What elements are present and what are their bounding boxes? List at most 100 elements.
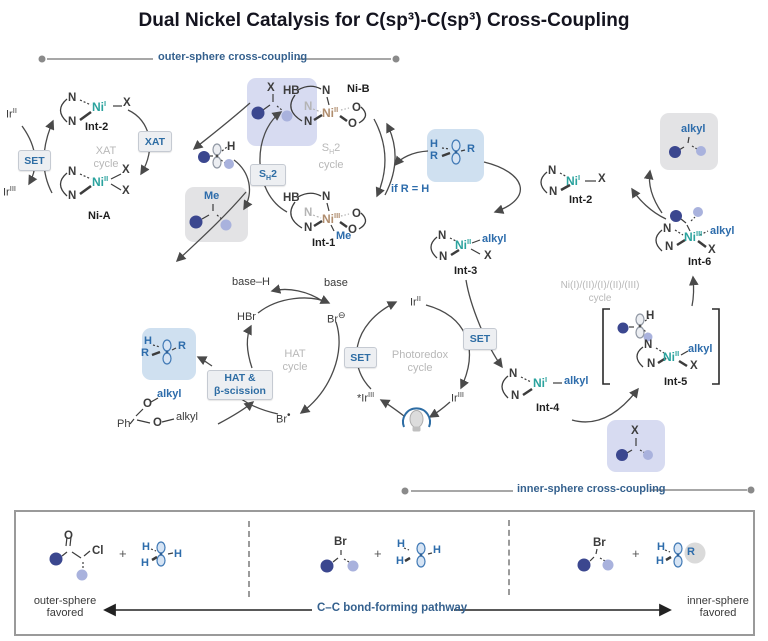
int5-brackets	[602, 308, 720, 385]
acetal-alkyl-dark: alkyl	[176, 411, 199, 423]
radical-right-h1: H	[657, 541, 665, 553]
txt: III	[9, 184, 16, 193]
int3-x: X	[484, 250, 492, 262]
int1-me: Me	[336, 230, 352, 242]
txt: β-scission	[214, 385, 266, 397]
nib-n-bottom: N	[304, 116, 313, 128]
int4-alkyl: alkyl	[564, 375, 589, 387]
txt: Ni	[566, 174, 578, 188]
halide-bottom-x: X	[631, 425, 639, 437]
txt: Br	[327, 313, 338, 326]
plus-right: +	[632, 546, 640, 561]
if-r-h-label: if R = H	[391, 183, 430, 195]
ir-iii-left: IrIII	[3, 185, 16, 199]
txt: Ir	[410, 296, 417, 309]
int1-o-bottom: O	[348, 224, 357, 236]
nia-ni: NiII	[92, 175, 108, 189]
int2a-n-bottom: N	[68, 116, 77, 128]
int4-n-bottom: N	[511, 390, 520, 402]
txt: III	[696, 229, 703, 238]
xat-radical-h: H	[227, 141, 236, 153]
solid-bonds	[61, 94, 691, 563]
outer-favored-line2: favored	[46, 607, 84, 619]
txt: 2	[334, 142, 341, 154]
txt: HAT &	[224, 372, 256, 384]
txt: I	[545, 375, 548, 384]
nib-n-gray: N	[304, 101, 313, 113]
inner-favored-line1: inner-sphere	[687, 595, 749, 607]
txt: SH2	[322, 142, 341, 157]
txt: cycle	[588, 293, 612, 304]
int5-ni: NiII	[663, 350, 679, 364]
int2b-x: X	[598, 173, 606, 185]
xat-box: XAT	[138, 131, 172, 152]
radical-right-h3: H	[656, 555, 664, 567]
int2a-x: X	[123, 97, 131, 109]
nib-o-top: O	[352, 102, 361, 114]
outer-favored-line1: outer-sphere	[33, 595, 97, 607]
int4-ni: NiI	[533, 376, 547, 390]
int2a-n-top: N	[68, 92, 77, 104]
int1-o-top: O	[352, 208, 361, 220]
wedge-bonds	[79, 110, 707, 563]
int5-x: X	[690, 360, 698, 372]
txt: III	[334, 211, 341, 220]
txt: II	[334, 105, 339, 114]
txt: cycle	[282, 361, 308, 373]
figure-title: Dual Nickel Catalysis for C(sp³)-C(sp³) …	[138, 10, 630, 31]
int3-n-top: N	[438, 230, 447, 242]
int1-n-bottom: N	[304, 222, 313, 234]
txt: I	[104, 99, 107, 108]
radical-right-r: R	[687, 546, 695, 558]
txt: Ir	[6, 108, 13, 121]
me-product-label: Me	[204, 190, 220, 202]
sh2-cycle-label: SH2 cycle	[306, 142, 356, 172]
int1-n-gray: N	[304, 207, 313, 219]
section-divider-rules	[38, 55, 755, 495]
ketone-o: O	[64, 530, 73, 542]
radical-top-h: H	[430, 138, 438, 150]
set-box-left: SET	[18, 150, 51, 171]
hat-radical-r1: R	[141, 347, 149, 359]
txt: S	[259, 167, 267, 180]
nia-label: Ni-A	[88, 210, 111, 222]
ir-iii-photoredox: IrIII	[451, 391, 464, 405]
int6-alkyl: alkyl	[710, 225, 735, 237]
txt: HAT	[284, 348, 306, 360]
set-box-nickel: SET	[463, 328, 497, 350]
acetal-alkyl-blue: alkyl	[157, 388, 182, 400]
int2a-ni: NiI	[92, 100, 106, 114]
hat-radical-r2: R	[178, 340, 186, 352]
nib-ni: NiII	[322, 106, 338, 120]
nia-x-top: X	[122, 164, 130, 176]
txt: II	[104, 174, 109, 183]
methyl-left-h3: H	[141, 557, 149, 569]
base-h-label: base–H	[232, 276, 270, 288]
halide-top-x: X	[267, 82, 275, 94]
txt: II	[675, 349, 680, 358]
txt: ⊖	[338, 310, 346, 320]
int6-n-top: N	[663, 223, 672, 235]
pathway-label: C–C bond-forming pathway	[317, 602, 468, 614]
txt: Photoredox	[391, 349, 449, 361]
txt: cycle	[318, 159, 344, 172]
int3-ni: NiII	[455, 238, 471, 252]
acetal-o-top: O	[143, 398, 152, 410]
txt: 2	[271, 167, 277, 180]
int3-label: Int-3	[454, 265, 478, 277]
panel-divider-left	[248, 521, 250, 597]
methyl-product-highlight-box	[185, 187, 248, 242]
bottom-comparison-panel	[14, 510, 755, 636]
txt: Ni	[533, 376, 545, 390]
gray-bonds	[312, 107, 350, 219]
txt: Ir	[451, 392, 458, 405]
bromide-label: Br⊖	[327, 310, 346, 326]
txt: II	[467, 237, 472, 246]
txt: H	[329, 149, 335, 157]
txt: •	[287, 410, 291, 421]
set-box-hat: SET	[344, 347, 377, 368]
